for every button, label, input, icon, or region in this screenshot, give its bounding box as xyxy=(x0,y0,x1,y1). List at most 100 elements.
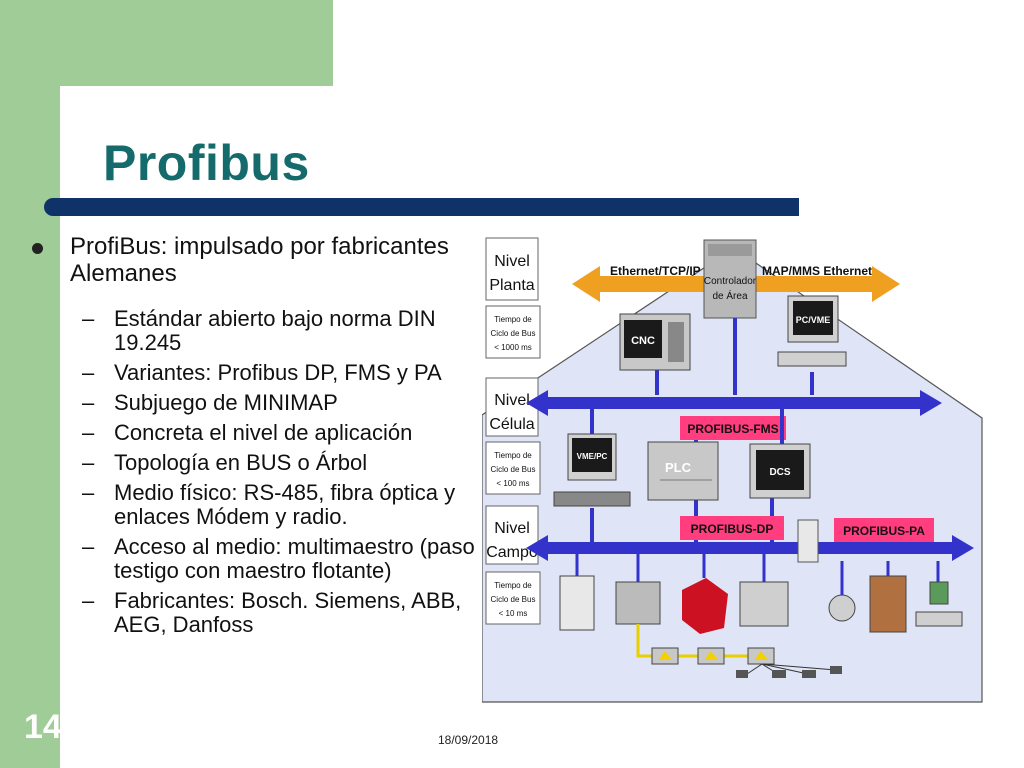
cycle-planta-line3: < 1000 ms xyxy=(494,343,532,352)
main-bullet: ProfiBus: impulsado por fabricantes Alem… xyxy=(28,233,483,287)
sub-bullet-text: Medio físico: RS-485, fibra óptica y enl… xyxy=(114,480,456,529)
dp-pa-coupler xyxy=(797,519,819,563)
cycle-planta-line1: Tiempo de xyxy=(494,315,532,324)
dash-icon: – xyxy=(82,360,95,385)
cycle-campo-line3: < 10 ms xyxy=(499,609,528,618)
fms-bus-label: PROFIBUS-FMS xyxy=(687,422,778,436)
field-valve-icon xyxy=(869,575,907,633)
main-bullet-text: ProfiBus: impulsado por fabricantes Alem… xyxy=(70,233,449,287)
level-celula-line1: Nivel xyxy=(494,392,530,409)
level-celula: Nivel Célula Tiempo de Ciclo de Bus < 10… xyxy=(485,377,541,495)
sub-bullet: –Variantes: Profibus DP, FMS y PA xyxy=(28,361,483,385)
sub-bullet-text: Subjuego de MINIMAP xyxy=(114,390,338,415)
plc-label: PLC xyxy=(665,460,692,475)
level-celula-box xyxy=(485,377,539,437)
level-campo-line2: Campo xyxy=(486,544,538,561)
cycle-planta-line2: Ciclo de Bus xyxy=(491,329,536,338)
dash-icon: – xyxy=(82,420,95,445)
cycle-campo-line1: Tiempo de xyxy=(494,581,532,590)
dash-icon: – xyxy=(82,534,95,559)
title-underline-bar xyxy=(44,198,799,216)
sensor-bus-line xyxy=(636,624,772,658)
field-flowmeter-icon xyxy=(915,611,963,627)
pyramid-background xyxy=(482,247,983,703)
ethernet-left-label: Ethernet/TCP/IP xyxy=(610,264,701,278)
pcvme-label: PC/VME xyxy=(796,315,831,325)
sensor-icon xyxy=(772,670,786,678)
cnc-screen xyxy=(624,320,662,358)
field-io-panel xyxy=(559,575,595,631)
pa-bus-label-box xyxy=(834,518,934,542)
dash-icon: – xyxy=(82,450,95,475)
pa-bus-label: PROFIBUS-PA xyxy=(843,524,925,538)
cycle-planta-box xyxy=(485,305,541,359)
sub-bullet-text: Acceso al medio: multimaestro (paso test… xyxy=(114,534,475,583)
warning-icon xyxy=(658,651,672,660)
sub-bullet-list: –Estándar abierto bajo norma DIN 19.245 … xyxy=(28,307,483,637)
dcs-device: DCS xyxy=(749,443,811,499)
level-planta-box xyxy=(485,237,539,301)
dcs-label: DCS xyxy=(769,467,790,478)
bullet-list: ProfiBus: impulsado por fabricantes Alem… xyxy=(28,233,483,643)
slide-number: 14 xyxy=(24,708,62,746)
dash-icon: – xyxy=(82,480,95,505)
plc-rack xyxy=(647,441,719,501)
sub-bullet-text: Estándar abierto bajo norma DIN 19.245 xyxy=(114,306,436,355)
green-left-band xyxy=(0,0,60,768)
sensor-icon xyxy=(736,670,748,678)
sensor-wire xyxy=(761,663,809,675)
profibus-pyramid-diagram: Ethernet/TCP/IP MAP/MMS Ethernet Control… xyxy=(482,237,983,703)
cnc-keypad xyxy=(668,322,684,362)
sub-bullet: –Topología en BUS o Árbol xyxy=(28,451,483,475)
level-campo: Nivel Campo Tiempo de Ciclo de Bus < 10 … xyxy=(485,505,541,625)
level-planta: Nivel Planta Tiempo de Ciclo de Bus < 10… xyxy=(485,237,541,359)
dash-icon: – xyxy=(82,306,95,331)
area-controller: Controlador de Área xyxy=(703,239,757,319)
sensor-icon xyxy=(802,670,816,678)
warning-icon xyxy=(704,651,718,660)
dash-icon: – xyxy=(82,390,95,415)
level-planta-line1: Nivel xyxy=(494,253,530,270)
sub-bullet: –Medio físico: RS-485, fibra óptica y en… xyxy=(28,481,483,529)
sub-bullet: –Estándar abierto bajo norma DIN 19.245 xyxy=(28,307,483,355)
vmepc-label: VME/PC xyxy=(577,452,608,461)
cycle-celula-box xyxy=(485,441,541,495)
fms-bus-label-box xyxy=(680,416,786,440)
cycle-campo-box xyxy=(485,571,541,625)
field-flowmeter-head xyxy=(929,581,949,605)
vmepc-device: VME/PC xyxy=(553,433,631,507)
warning-icon xyxy=(754,651,768,660)
controller-vent xyxy=(708,244,752,256)
sub-bullet: –Subjuego de MINIMAP xyxy=(28,391,483,415)
plc-device: PLC xyxy=(647,441,719,501)
field-robot-arm xyxy=(682,578,728,634)
vmepc-keyboard xyxy=(553,491,631,507)
controller-label-line2: de Área xyxy=(712,289,747,302)
sensor-icon xyxy=(830,666,842,674)
sub-bullet: –Concreta el nivel de aplicación xyxy=(28,421,483,445)
field-transmitter-icon xyxy=(828,594,856,622)
sensor-leaves xyxy=(736,663,842,678)
level-campo-line1: Nivel xyxy=(494,520,530,537)
cnc-device: CNC xyxy=(619,313,691,371)
level-planta-line2: Planta xyxy=(489,277,534,294)
pcvme-screen xyxy=(793,301,833,335)
sensor-wire xyxy=(761,663,837,671)
dp-bus-label-box xyxy=(680,516,784,540)
sub-bullet-text: Topología en BUS o Árbol xyxy=(114,450,368,475)
cycle-celula-line2: Ciclo de Bus xyxy=(491,465,536,474)
level-celula-line2: Célula xyxy=(489,416,534,433)
dash-icon: – xyxy=(82,588,95,613)
controller-label-line1: Controlador xyxy=(704,276,757,287)
slide-date: 18/09/2018 xyxy=(438,733,499,747)
sensor-modules xyxy=(651,647,775,665)
bullet-dot-icon xyxy=(32,243,43,254)
sub-bullet-text: Fabricantes: Bosch. Siemens, ABB, AEG, D… xyxy=(114,588,462,637)
pcvme-keyboard xyxy=(777,351,847,367)
content-corner xyxy=(60,86,360,286)
sub-bullet-text: Concreta el nivel de aplicación xyxy=(114,420,413,445)
cycle-celula-line3: < 100 ms xyxy=(496,479,529,488)
cnc-label: CNC xyxy=(631,335,655,347)
sub-bullet: –Fabricantes: Bosch. Siemens, ABB, AEG, … xyxy=(28,589,483,637)
pcvme-device: PC/VME xyxy=(777,295,847,367)
